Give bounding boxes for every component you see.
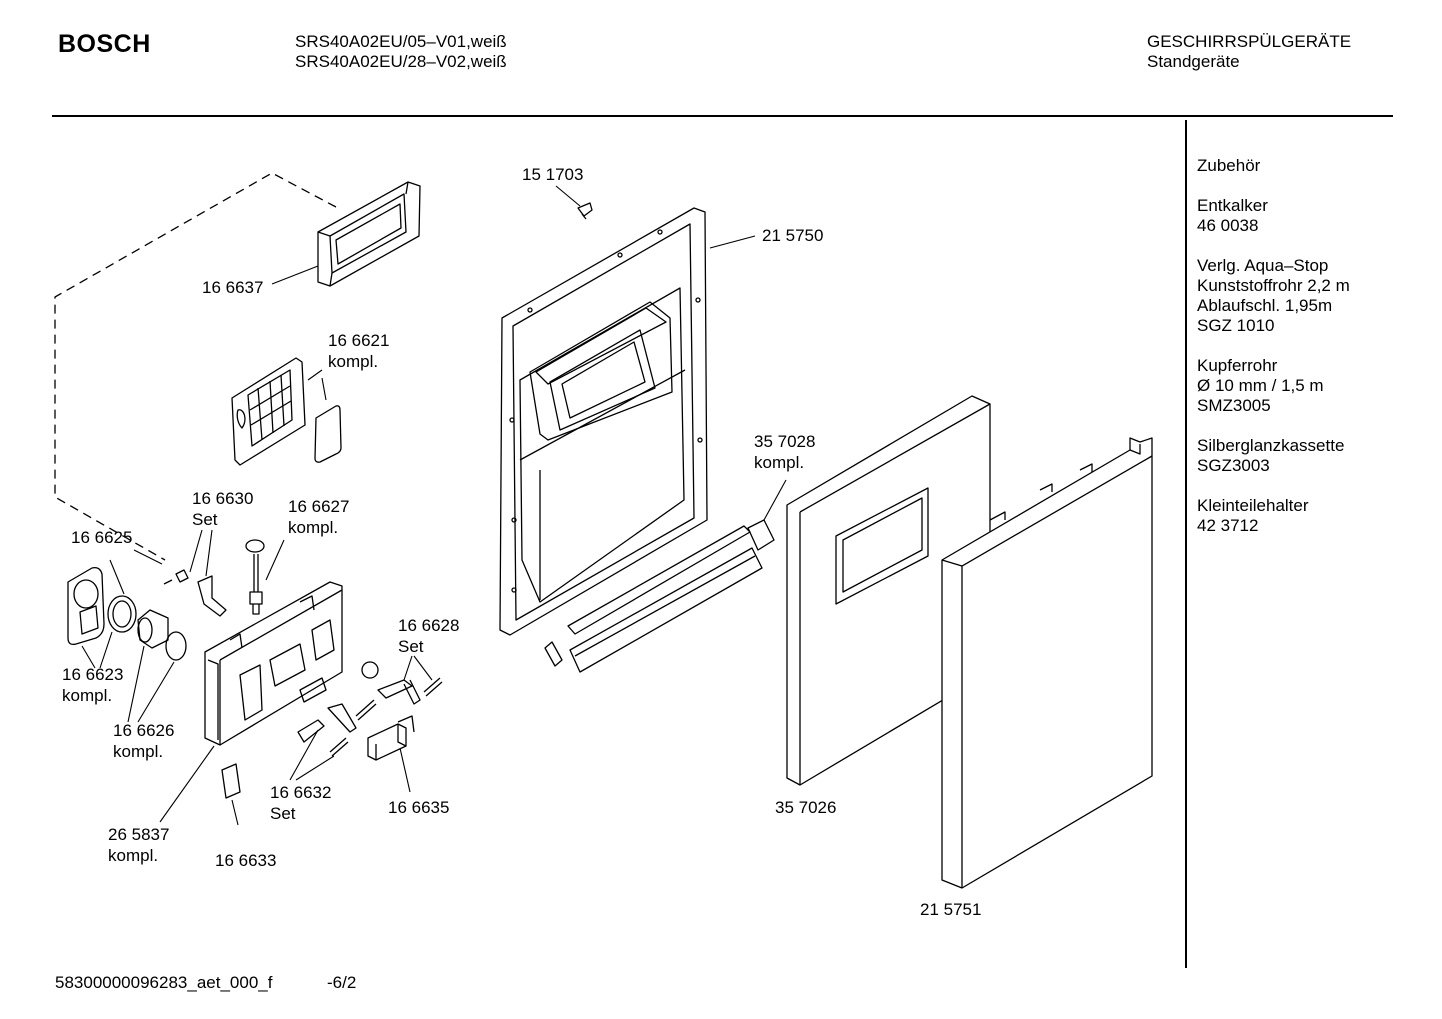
accessory-line: Silberglanzkassette (1197, 436, 1345, 455)
label-166630: 16 6630 (192, 489, 254, 508)
accessory-group: Verlg. Aqua–Stop Kunststoffrohr 2,2 m Ab… (1197, 256, 1350, 336)
accessory-line: Kunststoffrohr 2,2 m (1197, 276, 1350, 295)
part-housing-265837 (204, 581, 343, 746)
label-166621-kompl: kompl. (328, 352, 379, 371)
accessory-line: Zubehör (1197, 156, 1261, 175)
accessory-line: SMZ3005 (1197, 396, 1271, 415)
accessory-line: Verlg. Aqua–Stop (1197, 256, 1329, 275)
part-nozzle-166626 (137, 609, 187, 661)
dashed-assembly-line (54, 172, 337, 561)
label-357028: 35 7028 (754, 432, 816, 451)
label-265837-kompl: kompl. (108, 846, 159, 865)
label-166632: 16 6632 (270, 783, 332, 802)
label-166623-kompl: kompl. (62, 686, 113, 705)
accessory-line: 46 0038 (1197, 216, 1259, 235)
part-set-166632 (297, 699, 377, 757)
part-outer-panel-357026 (786, 395, 991, 786)
part-ring-166623 (107, 595, 137, 633)
part-filter-166621 (231, 357, 342, 466)
accessory-group: Kleinteilehalter 42 3712 (1197, 496, 1350, 536)
part-inner-door-215750 (499, 207, 708, 636)
category-block: GESCHIRRSPÜLGERÄTE Standgeräte (1147, 32, 1351, 72)
accessory-group: Silberglanzkassette SGZ3003 (1197, 436, 1350, 476)
part-cover-166625 (67, 566, 105, 646)
part-clip-166633 (221, 763, 241, 799)
accessory-group: Entkalker 46 0038 (1197, 196, 1350, 236)
part-frame-166637 (317, 181, 421, 287)
header-rule (52, 115, 1393, 117)
category-subtitle: Standgeräte (1147, 52, 1240, 71)
accessory-line: Entkalker (1197, 196, 1268, 215)
footer-page-number: -6/2 (327, 973, 357, 992)
accessories-list: Zubehör Entkalker 46 0038 Verlg. Aqua–St… (1197, 156, 1350, 556)
accessory-line: Ø 10 mm / 1,5 m (1197, 376, 1324, 395)
label-166625: 16 6625 (71, 528, 133, 547)
label-166626: 16 6626 (113, 721, 175, 740)
label-357028-kompl: kompl. (754, 453, 805, 472)
part-set-166628 (361, 661, 443, 705)
label-166626-kompl: kompl. (113, 742, 164, 761)
label-166630-set: Set (192, 510, 218, 529)
label-265837: 26 5837 (108, 825, 170, 844)
brand-logo: BOSCH (58, 30, 151, 58)
label-166635: 16 6635 (388, 798, 450, 817)
label-166621: 16 6621 (328, 331, 390, 350)
model-line-2: SRS40A02EU/28–V02,weiß (295, 52, 507, 71)
part-set-166630 (163, 569, 227, 617)
accessory-line: SGZ3003 (1197, 456, 1270, 475)
footer-doc-id: 58300000096283_aet_000_f (55, 973, 273, 992)
accessory-group: Kupferrohr Ø 10 mm / 1,5 m SMZ3005 (1197, 356, 1350, 416)
part-screw-151703 (577, 202, 593, 220)
label-166637: 16 6637 (202, 278, 264, 297)
part-switch-166635 (367, 715, 415, 761)
accessory-line: Kleinteilehalter (1197, 496, 1309, 515)
part-side-panel-215751 (941, 437, 1153, 889)
accessory-group: Zubehör (1197, 156, 1350, 176)
label-166628-set: Set (398, 637, 424, 656)
label-357026: 35 7026 (775, 798, 837, 817)
label-151703: 15 1703 (522, 165, 584, 184)
label-166628: 16 6628 (398, 616, 460, 635)
label-166633: 16 6633 (215, 851, 277, 870)
accessory-line: Ablaufschl. 1,95m (1197, 296, 1333, 315)
part-valve-166627 (245, 539, 265, 615)
accessory-line: Kupferrohr (1197, 356, 1278, 375)
label-166627: 16 6627 (288, 497, 350, 516)
label-215750: 21 5750 (762, 226, 824, 245)
accessory-line: 42 3712 (1197, 516, 1259, 535)
accessory-line: SGZ 1010 (1197, 316, 1275, 335)
label-215751: 21 5751 (920, 900, 982, 919)
category-title: GESCHIRRSPÜLGERÄTE (1147, 32, 1352, 51)
label-166632-set: Set (270, 804, 296, 823)
label-166623: 16 6623 (62, 665, 124, 684)
model-list: SRS40A02EU/05–V01,weiß SRS40A02EU/28–V02… (295, 32, 507, 72)
label-166627-kompl: kompl. (288, 518, 339, 537)
part-rail-357028 (544, 519, 775, 673)
sidebar-divider (1185, 120, 1187, 968)
model-line-1: SRS40A02EU/05–V01,weiß (295, 32, 507, 51)
